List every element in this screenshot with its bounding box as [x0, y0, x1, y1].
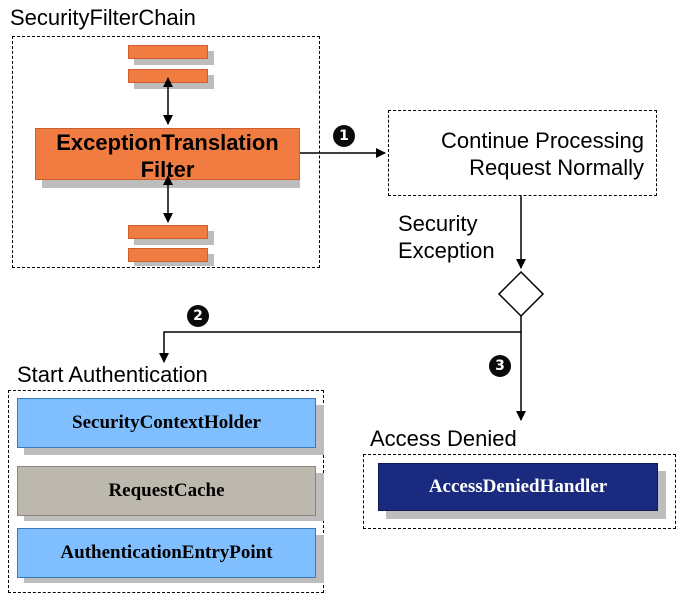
- request-cache-box: RequestCache: [17, 466, 316, 516]
- security-filter-chain-group: [12, 36, 320, 268]
- continue-line1: Continue Processing: [440, 128, 644, 153]
- arrow-to-start-authentication: [159, 316, 522, 363]
- authentication-entry-point-box: AuthenticationEntryPoint: [17, 528, 316, 578]
- request-cache-label: RequestCache: [108, 480, 225, 501]
- step-1-badge: 1: [333, 125, 355, 147]
- access-denied-title: Access Denied: [370, 426, 517, 451]
- access-denied-handler-box: AccessDeniedHandler: [378, 463, 658, 511]
- filter-bar-top-1: [128, 45, 208, 59]
- exception-filter-label-line1: ExceptionTranslation: [56, 130, 279, 155]
- access-denied-handler-label: AccessDeniedHandler: [428, 476, 608, 497]
- security-context-holder-box: SecurityContextHolder: [17, 398, 316, 448]
- security-exception-line1: Security: [398, 211, 478, 236]
- decision-diamond: [497, 270, 545, 318]
- continue-line2: Request Normally: [469, 155, 644, 180]
- security-filter-chain-title: SecurityFilterChain: [10, 5, 196, 30]
- start-authentication-title: Start Authentication: [17, 362, 208, 387]
- continue-processing-box: [388, 110, 657, 196]
- security-exception-line2: Exception: [398, 238, 495, 263]
- authentication-entry-point-label: AuthenticationEntryPoint: [60, 542, 273, 563]
- security-context-holder-label: SecurityContextHolder: [72, 412, 261, 433]
- exception-translation-filter: ExceptionTranslation Filter: [35, 128, 300, 182]
- continue-processing-label: Continue Processing Request Normally: [396, 127, 644, 181]
- filter-bar-bottom-1: [128, 225, 208, 239]
- step-2-badge: 2: [187, 305, 209, 327]
- access-denied-group: [363, 454, 676, 529]
- step-3-badge: 3: [489, 355, 511, 377]
- filter-bar-bottom-2: [128, 248, 208, 262]
- security-exception-label: Security Exception: [398, 210, 495, 264]
